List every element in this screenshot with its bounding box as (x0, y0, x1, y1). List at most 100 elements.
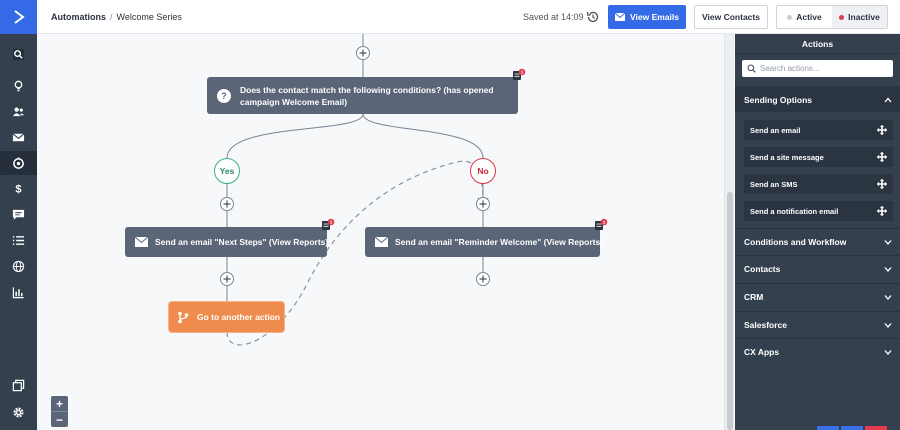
plus-icon (479, 275, 487, 283)
action-label: Send a notification email (750, 206, 839, 216)
section-contacts[interactable]: Contacts (735, 255, 900, 281)
badge-count: 1 (330, 220, 333, 225)
status-toggle: Active Inactive (776, 5, 888, 29)
chevron-down-icon (884, 349, 892, 355)
contacts-icon[interactable] (0, 99, 37, 123)
status-inactive-option[interactable]: Inactive (832, 6, 887, 28)
flow-connectors (226, 34, 489, 346)
status-dot-icon (839, 14, 845, 20)
action-label: Send an email (750, 125, 801, 135)
search-actions-input[interactable] (760, 64, 888, 73)
view-emails-button[interactable]: View Emails (608, 5, 686, 29)
zoom-in-button[interactable]: + (55, 396, 63, 411)
action-send-sms[interactable]: Send an SMS (744, 174, 893, 194)
badge-count: 1 (521, 70, 524, 75)
action-send-notification-email[interactable]: Send a notification email (744, 201, 893, 221)
saved-status: Saved at 14:09 (523, 12, 584, 22)
chevron-down-icon (884, 322, 892, 328)
yes-branch[interactable]: Yes (214, 158, 240, 184)
go-to-action-node[interactable]: Go to another action (169, 302, 284, 332)
add-step-button[interactable] (356, 46, 370, 60)
add-step-button[interactable] (220, 197, 234, 211)
question-icon: ? (217, 88, 231, 103)
drag-move-icon[interactable] (877, 206, 887, 216)
condition-node[interactable]: ? Does the contact match the following c… (207, 77, 518, 114)
reports-icon[interactable] (0, 280, 37, 304)
lists-icon[interactable] (0, 228, 37, 252)
brand-logo-icon[interactable] (0, 0, 37, 34)
section-label: Contacts (744, 263, 781, 274)
globe-icon[interactable] (0, 254, 37, 278)
chevron-down-icon (884, 294, 892, 300)
go-to-action-text: Go to another action (197, 312, 281, 322)
inactive-dot-icon (787, 14, 793, 20)
search-actions-field[interactable] (742, 60, 893, 77)
left-navigation: $ (0, 0, 37, 430)
send-email-node-next-steps[interactable]: Send an email "Next Steps" (View Reports… (125, 227, 329, 257)
plus-icon (223, 200, 231, 208)
dollar-icon[interactable]: $ (0, 176, 37, 200)
automation-canvas[interactable]: ? Does the contact match the following c… (37, 34, 724, 430)
email-icon[interactable] (0, 125, 37, 149)
search-icon[interactable] (0, 42, 37, 66)
section-label: Sending Options (744, 94, 812, 105)
section-label: CX Apps (744, 346, 780, 357)
drag-move-icon[interactable] (877, 152, 887, 162)
svg-text:$: $ (15, 183, 22, 194)
messages-icon[interactable] (0, 202, 37, 226)
action-label: Send a site message (750, 152, 824, 162)
breadcrumb-root-link[interactable]: Automations (51, 12, 106, 22)
history-icon[interactable] (586, 10, 600, 24)
actions-panel-title: Actions (735, 34, 900, 54)
status-active-label: Active (796, 12, 822, 22)
zoom-out-button[interactable]: − (55, 412, 63, 427)
badge-count: 1 (603, 220, 606, 225)
section-salesforce[interactable]: Salesforce (735, 311, 900, 337)
add-step-button[interactable] (220, 272, 234, 286)
view-contacts-button[interactable]: View Contacts (694, 5, 768, 29)
section-sending-options[interactable]: Sending Options (735, 86, 900, 112)
note-badge-icon[interactable]: 1 (594, 218, 608, 232)
plus-icon (479, 200, 487, 208)
action-send-site-message[interactable]: Send a site message (744, 147, 893, 167)
section-cx-apps[interactable]: CX Apps (735, 338, 900, 364)
status-inactive-label: Inactive (848, 12, 880, 22)
pages-icon[interactable] (0, 373, 37, 397)
actions-panel: Actions Sending Options Send an email Se… (735, 34, 900, 430)
add-step-button[interactable] (476, 272, 490, 286)
section-label: CRM (744, 291, 764, 302)
email-icon (375, 237, 388, 247)
section-label: Conditions and Workflow (744, 236, 847, 247)
note-badge-icon[interactable]: 1 (321, 218, 335, 232)
condition-text: Does the contact match the following con… (240, 84, 494, 107)
lightbulb-icon[interactable] (0, 73, 37, 97)
search-icon (747, 64, 756, 73)
top-header: Automations/Welcome Series Saved at 14:0… (37, 0, 900, 34)
breadcrumb: Automations/Welcome Series (51, 12, 182, 22)
panel-footer-strip (817, 426, 887, 430)
send-email-node-reminder-welcome[interactable]: Send an email "Reminder Welcome" (View R… (365, 227, 604, 257)
canvas-scrollbar[interactable] (724, 34, 734, 430)
drag-move-icon[interactable] (877, 179, 887, 189)
action-send-email[interactable]: Send an email (744, 120, 893, 140)
drag-move-icon[interactable] (877, 125, 887, 135)
view-emails-label: View Emails (630, 12, 679, 22)
settings-icon[interactable] (0, 400, 37, 424)
status-active-option[interactable]: Active (777, 6, 832, 28)
no-branch[interactable]: No (470, 158, 496, 184)
email-node-text: Send an email "Reminder Welcome" (View R… (395, 237, 604, 247)
email-icon (135, 237, 148, 247)
section-conditions-workflow[interactable]: Conditions and Workflow (735, 228, 900, 254)
scrollbar-thumb[interactable] (727, 192, 733, 430)
add-step-button[interactable] (476, 197, 490, 211)
action-label: Send an SMS (750, 179, 798, 189)
automations-icon[interactable] (0, 151, 37, 175)
plus-icon (359, 49, 367, 57)
zoom-divider (51, 411, 68, 412)
branch-icon (178, 311, 189, 323)
email-icon (615, 13, 625, 21)
email-node-text: Send an email "Next Steps" (View Reports… (155, 237, 329, 247)
section-crm[interactable]: CRM (735, 283, 900, 309)
note-badge-icon[interactable]: 1 (512, 68, 526, 82)
chevron-up-icon (884, 97, 892, 102)
